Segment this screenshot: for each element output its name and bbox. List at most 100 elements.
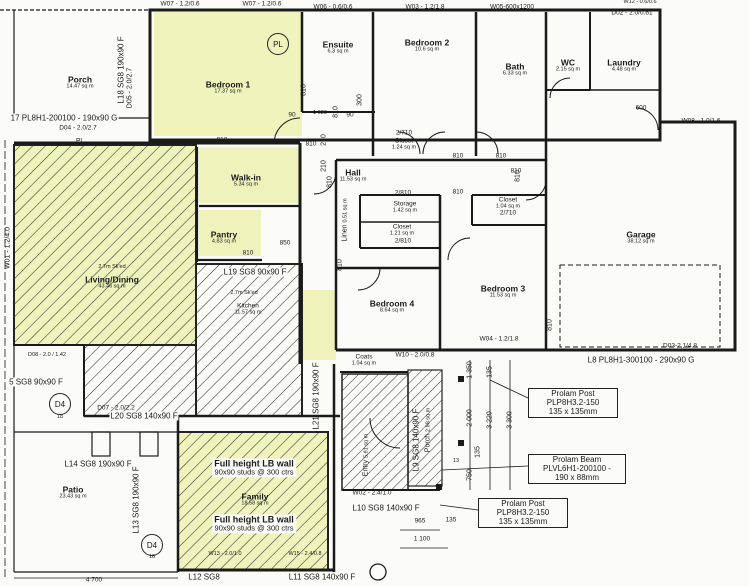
room-area: 1.24 sq m <box>391 144 417 151</box>
room-area: 1.04 sq m <box>351 360 377 367</box>
room-area: 10.6 sq m <box>414 46 440 53</box>
kitchen-hatch <box>195 263 303 417</box>
beam-label-l10: L10 SG8 140x90 F <box>351 503 421 513</box>
room-name: Pantry <box>210 229 238 240</box>
dim-90: 90 <box>346 111 354 119</box>
window-code-w07b: W07 - 1.2/0.6 <box>242 0 282 8</box>
storage-door-code: 2/810 <box>394 189 412 197</box>
room-name: Porch <box>67 74 93 85</box>
posts <box>436 376 464 490</box>
lb-note-line: 90x90 studs @ 300 ctrs <box>214 467 294 477</box>
beam-label-l8: L8 PL8H1-300100 - 290x90 G <box>586 355 696 365</box>
room-area: 1.42 sq m <box>392 207 418 214</box>
lb-note-line: 90x90 studs @ 300 ctrs <box>214 523 294 533</box>
north-marker <box>369 563 387 581</box>
room-name: Porch <box>424 433 432 453</box>
marker-label: PL <box>273 39 283 49</box>
room-name: Ensuite <box>322 39 354 50</box>
dim-210: 210 <box>320 134 328 146</box>
room-area: 23.43 sq m <box>59 493 87 500</box>
door-width-810: 810 <box>546 319 554 331</box>
room-area: 11.53 sq m <box>339 176 367 183</box>
door-swing-garage <box>525 179 547 201</box>
door-width-810: 810 <box>510 167 522 175</box>
lb-note-line: Full height LB wall <box>214 458 294 469</box>
beam-label-l19: L19 SG8 90x90 F <box>222 267 288 277</box>
room-name: Closet <box>392 223 412 231</box>
room-area: 4.48 sq m <box>611 66 637 73</box>
room-area: 38.12 sq m <box>627 238 655 245</box>
dim-300: 300 <box>356 94 364 106</box>
beam-label-l13: L13 SG8 190x90 F <box>131 466 141 534</box>
door-swing-bed1 <box>273 117 301 145</box>
room-label-porch2: Porch 2.88 sq m <box>425 408 432 452</box>
beam-label-l14: L14 SG8 190x90 F <box>63 459 133 469</box>
window-code-w06: W06 - 0.6/0.6 <box>313 3 353 11</box>
room-name: Laundry <box>607 57 641 68</box>
dim-1020: 1 020 <box>313 110 327 117</box>
callout-title: Prolam Post <box>551 389 595 398</box>
room-area: 0.51 sq m <box>342 198 349 223</box>
room-name: Entry <box>362 459 370 477</box>
room-name: Family <box>241 491 269 502</box>
room-area: 4.83 sq m <box>211 238 237 245</box>
room-name: WC <box>560 57 576 68</box>
window-code-w10: W10 - 2.0/0.8 <box>395 351 435 359</box>
window-code-w08: W08 - 1.0/1.6 <box>681 117 721 125</box>
ceiling-note: 2.7m Sk'ed <box>230 290 258 297</box>
door-width-810: 810 <box>300 84 308 96</box>
door-width-810: 810 <box>495 152 507 160</box>
beam-label-l12: L12 SG8 <box>187 572 221 582</box>
door-swings <box>273 77 659 449</box>
entry-hatch <box>341 373 409 491</box>
room-area: 14.47 sq m <box>66 83 94 90</box>
door-swing-bed3 <box>447 237 471 261</box>
room-name: Bedroom 1 <box>205 79 251 90</box>
door-swing-bed4 <box>357 267 381 291</box>
patio-door-b <box>139 431 159 457</box>
dim-965: 965 <box>414 517 426 525</box>
room-area: 6.3 sq m <box>327 48 349 55</box>
post-3 <box>458 440 464 446</box>
door-width-810: 810 <box>242 249 254 257</box>
hatched-areas <box>13 144 443 571</box>
callout-leader-1 <box>489 379 529 399</box>
callout-leader-3 <box>439 504 479 511</box>
callout-code: PLP8H3.2-150 <box>546 397 600 407</box>
lb-note-line: Full height LB wall <box>214 514 294 525</box>
ceiling-note: 2.7m Sk'ed <box>98 264 126 271</box>
marker-number: 18 <box>148 554 156 561</box>
room-name: Coats <box>355 353 373 361</box>
door-width-810: 810 <box>452 152 464 160</box>
dim-2000: 2 000 <box>466 409 474 427</box>
room-area: 5.91 sq m <box>363 433 370 458</box>
window-code-w03: W03 - 1.2/1.8 <box>405 3 445 11</box>
window-code-d03: D03-2.1/4.8 <box>663 342 697 350</box>
room-area: 1.04 sq m <box>495 203 521 210</box>
dimension-lines <box>14 360 529 579</box>
section-marker-d4: D4 <box>49 393 71 415</box>
room-name: Kitchen <box>237 302 259 310</box>
garage-door-outline <box>559 264 721 348</box>
room-area: 8.64 sq m <box>379 307 405 314</box>
room-name: Bedroom 2 <box>404 37 450 48</box>
room-name: Walk-in <box>231 172 261 183</box>
beam-label-l9: L9 SG8 140x90 F <box>411 408 421 472</box>
beam-label-l21: L21 SG8 190x90 F <box>311 362 321 430</box>
door-width-810: 810 <box>305 140 317 148</box>
room-area: 2.15 sq m <box>555 66 581 73</box>
